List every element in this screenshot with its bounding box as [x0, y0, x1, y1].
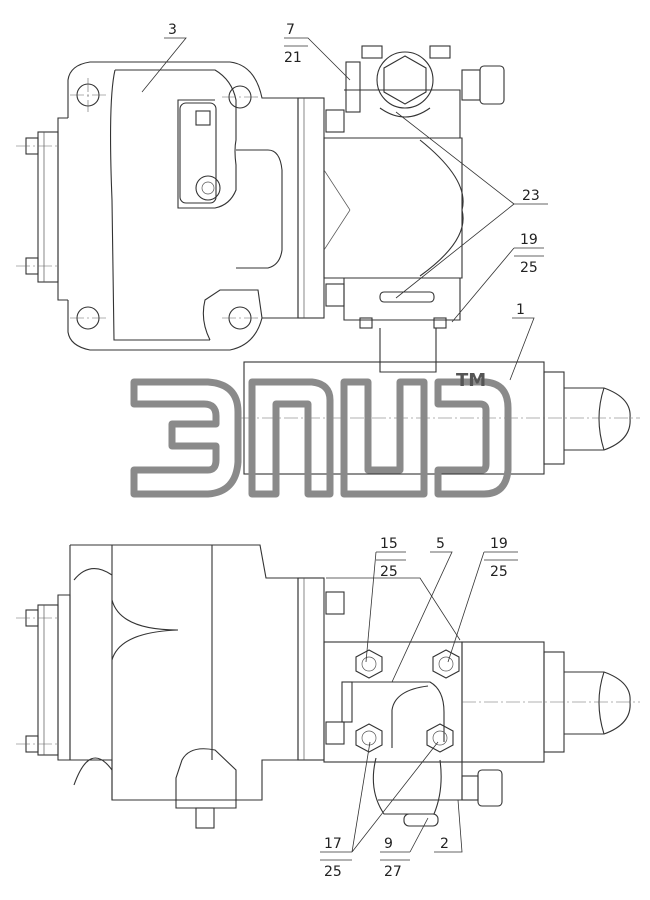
- hex-bolt-19: [432, 649, 460, 679]
- callout-19-bottom: 19: [490, 536, 508, 552]
- watermark-trademark: TM: [456, 370, 486, 391]
- adapter-plate-top: [297, 97, 325, 319]
- hex-bolt-9: [426, 723, 454, 753]
- callout-19-top: 19: [520, 232, 538, 248]
- callout-1: 1: [516, 302, 525, 318]
- callout-9: 9: [384, 836, 393, 852]
- callout-25-c: 25: [324, 864, 342, 880]
- watermark-logo: TM: [130, 370, 512, 498]
- hex-bolt-17: [355, 723, 383, 753]
- callout-3: 3: [168, 22, 177, 38]
- fitting-top: [345, 45, 505, 118]
- adapter-plate-bottom: [297, 577, 325, 761]
- housing-3-top: [16, 61, 299, 351]
- bottom-view: [16, 544, 640, 829]
- callout-23: 23: [522, 188, 540, 204]
- hex-bolts: [355, 649, 460, 753]
- callout-2: 2: [440, 836, 449, 852]
- callout-17: 17: [324, 836, 342, 852]
- hex-bolt-15: [355, 649, 383, 679]
- callout-5: 5: [436, 536, 445, 552]
- housing-3-bottom: [16, 544, 299, 829]
- callout-25-a: 25: [380, 564, 398, 580]
- pump-body-bottom: [323, 641, 640, 827]
- pump-body-top: [323, 89, 464, 373]
- callout-25-b: 25: [490, 564, 508, 580]
- callout-7: 7: [286, 22, 295, 38]
- callout-25-top: 25: [520, 260, 538, 276]
- callout-labels: 3 7 21 23 19 25 1 15 25 5 19 25 17 25 9 …: [168, 22, 540, 880]
- cylinder-1-top: [240, 361, 640, 475]
- top-view: [16, 45, 640, 475]
- leader-lines: [141, 37, 548, 861]
- callout-27: 27: [384, 864, 402, 880]
- callout-15: 15: [380, 536, 398, 552]
- callout-21: 21: [284, 50, 302, 66]
